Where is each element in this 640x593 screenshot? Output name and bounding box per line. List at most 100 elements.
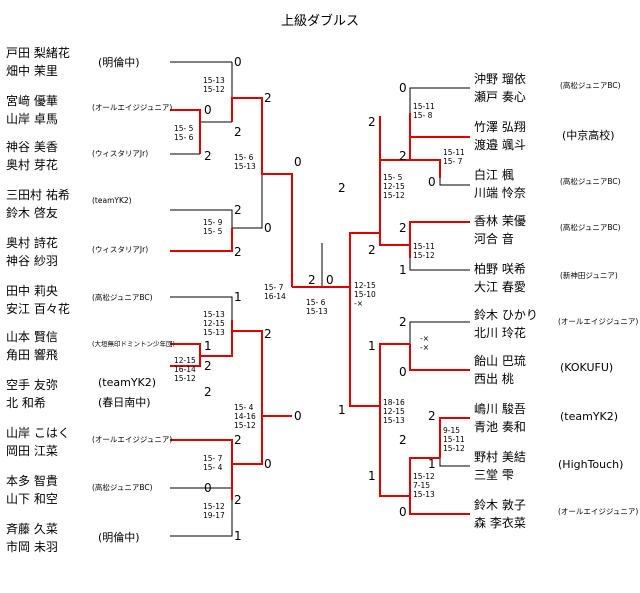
player-name: 奥村 詩花 (6, 236, 58, 250)
game-scores: 15- 5 12-15 15-12 (383, 173, 405, 200)
match-result: 0 (204, 103, 212, 117)
match-result: 1 (204, 339, 212, 353)
club-name: (新神田ジュニア) (560, 271, 618, 280)
game-scores: 15- 5 15- 6 (174, 124, 194, 142)
player-name: 嶋川 駿吾 (474, 402, 526, 416)
club-name: (teamYK2) (92, 196, 132, 205)
match-result: 2 (234, 245, 242, 259)
match-result: 0 (234, 55, 242, 69)
player-name: 空手 友弥 (6, 378, 58, 392)
player-name: 鈴木 啓友 (6, 206, 58, 220)
player-name: 渡邉 颯斗 (474, 138, 526, 152)
club-name: (高松ジュニアBC) (560, 223, 621, 232)
club-name: (teamYK2) (560, 410, 619, 423)
match-result: 2 (399, 149, 407, 163)
player-name: 河合 音 (474, 232, 514, 246)
player-name: 岡田 江菜 (6, 444, 58, 458)
club-name: (ウィスタリアJr) (92, 149, 149, 158)
match-result: 2 (204, 149, 212, 163)
match-result: 2 (204, 385, 212, 399)
club-name: (高松ジュニアBC) (560, 177, 621, 186)
club-name: (高松ジュニアBC) (92, 483, 153, 492)
match-result: 2 (338, 181, 346, 195)
match-result: 1 (234, 529, 242, 543)
player-name: 飴山 巴琉 (474, 354, 526, 368)
game-scores: 15-12 7-15 15-13 (413, 472, 435, 499)
match-result: 2 (368, 243, 376, 257)
player-name: 神谷 紗羽 (6, 254, 58, 268)
match-result: 1 (368, 339, 376, 353)
game-scores: 15- 6 15-13 (306, 298, 328, 316)
club-name: (高松ジュニアBC) (560, 81, 621, 90)
match-result: 2 (399, 433, 407, 447)
game-scores: 15-11 15-12 (413, 242, 435, 260)
match-result: 2 (399, 221, 407, 235)
club-name: (オールエイジジュニア) (92, 435, 173, 444)
game-scores: 15- 4 14-16 15-12 (234, 403, 256, 430)
player-name: 三堂 雫 (474, 468, 514, 482)
match-result: 2 (234, 493, 242, 507)
club-name: (高松ジュニアBC) (92, 293, 153, 302)
game-scores: 15-11 15- 8 (413, 102, 435, 120)
game-scores: 15-13 12-15 15-13 (203, 310, 225, 337)
club-name: (オールエイジジュニア) (92, 103, 173, 112)
club-name: (HighTouch) (558, 458, 624, 471)
final-result-right: 0 (326, 273, 334, 287)
game-scores: 15-11 15- 7 (443, 148, 465, 166)
player-name: 竹澤 弘翔 (474, 120, 526, 134)
player-name: 北川 玲花 (474, 326, 526, 340)
game-scores: 9-15 15-11 15-12 (443, 426, 465, 453)
player-name: 斉藤 久菜 (6, 522, 58, 536)
match-result: 2 (264, 327, 272, 341)
player-name: 山岸 卓馬 (6, 112, 58, 126)
match-result: 0 (399, 505, 407, 519)
club-name: (明倫中) (98, 56, 140, 69)
player-name: 市岡 未羽 (6, 540, 58, 554)
player-name: 山岸 こはく (6, 426, 70, 440)
club-name: (teamYK2) (98, 376, 157, 389)
club-name: (大垣無印ドミントン少年団) (92, 340, 176, 348)
club-name: (中京高校) (562, 129, 615, 142)
club-name: (春日南中) (98, 396, 151, 409)
match-result: 0 (399, 81, 407, 95)
player-name: 本多 智貴 (6, 474, 58, 488)
player-name: 鈴木 敦子 (474, 498, 526, 512)
player-name: 香林 茉優 (474, 214, 526, 228)
player-name: 森 李衣菜 (474, 516, 526, 530)
player-name: 川端 怜奈 (474, 186, 526, 200)
game-scores: 15-13 15-12 (203, 76, 225, 94)
player-name: 奥村 芽花 (6, 158, 58, 172)
player-name: 北 和希 (6, 396, 46, 410)
player-name: 柏野 咲希 (474, 262, 526, 276)
player-name: 山本 賢信 (6, 330, 58, 344)
game-scores: 12-15 16-14 15-12 (174, 356, 196, 383)
final-result-left: 2 (308, 273, 316, 287)
game-scores: 15- 9 15- 5 (203, 218, 223, 236)
match-result: 2 (234, 125, 242, 139)
club-name: (KOKUFU) (560, 361, 614, 374)
match-result: 2 (234, 433, 242, 447)
player-name: 野村 美結 (474, 450, 526, 464)
match-result: 2 (264, 91, 272, 105)
club-name: (明倫中) (98, 531, 140, 544)
player-name: 白江 楓 (474, 168, 514, 182)
player-name: 宮﨑 優華 (6, 94, 58, 108)
match-result: 0 (264, 457, 272, 471)
match-result: 0 (264, 221, 272, 235)
match-result: 1 (428, 457, 436, 471)
player-name: 山下 和空 (6, 492, 58, 506)
match-result: 0 (428, 175, 436, 189)
player-name: 田中 莉央 (6, 284, 58, 298)
player-name: 瀬戸 奏心 (474, 90, 526, 104)
player-name: 青池 奏和 (474, 420, 526, 434)
player-name: 大江 春愛 (474, 280, 526, 294)
match-result: 2 (204, 359, 212, 373)
game-scores: 15-12 19-17 (203, 502, 225, 520)
player-name: 沖野 瑠依 (474, 72, 526, 86)
game-scores: 18-16 12-15 15-13 (383, 398, 405, 425)
match-result: 1 (399, 263, 407, 277)
player-name: 畑中 茉里 (6, 64, 58, 78)
game-scores: 15- 7 15- 4 (203, 454, 223, 472)
page-title: 上級ダブルス (280, 14, 359, 29)
match-result: 1 (338, 403, 346, 417)
